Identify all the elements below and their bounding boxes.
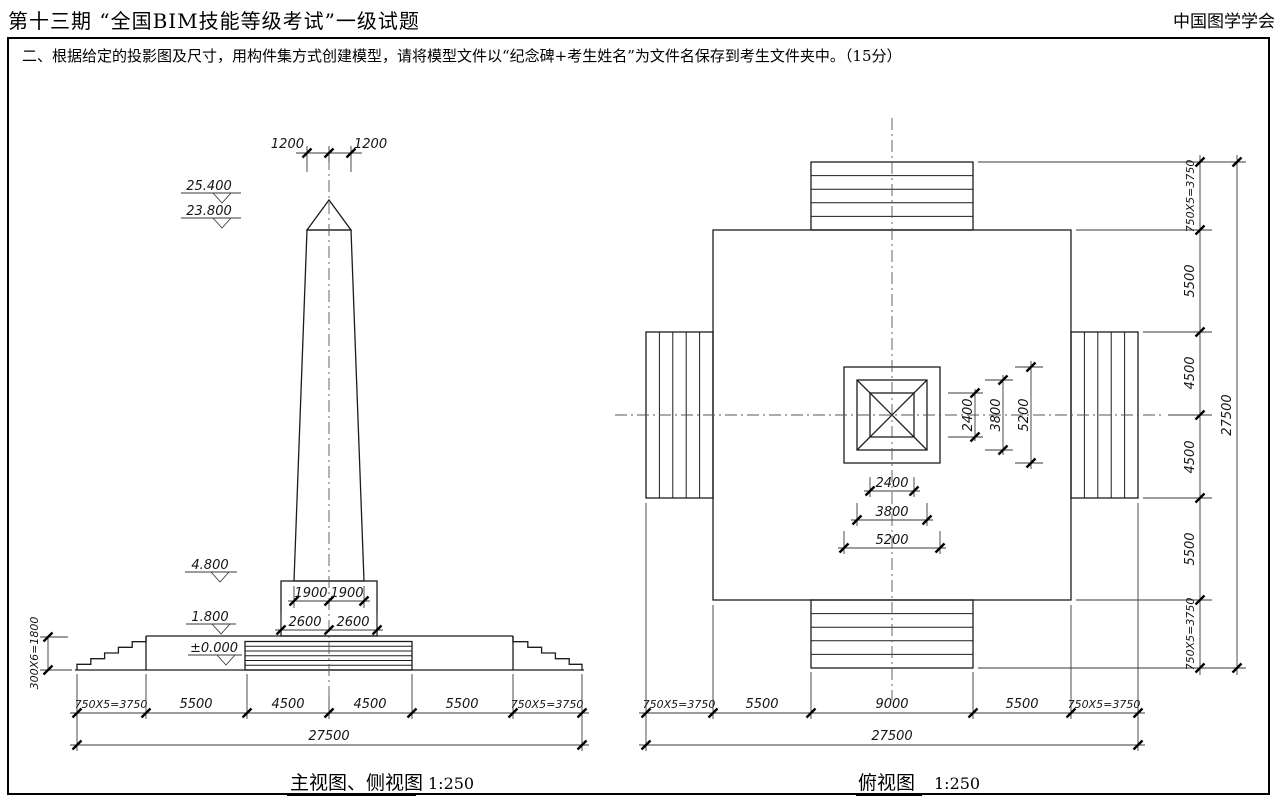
dim-text: 3800 xyxy=(989,398,1004,431)
dim-text: 2400 xyxy=(961,398,976,431)
front-total-dimension: 27500 xyxy=(70,729,589,751)
view-label: 俯视图 xyxy=(858,772,915,794)
plan-right-total-dimension: 27500 xyxy=(1220,155,1243,675)
elevation-marker-pedestal-top: 4.800 xyxy=(185,558,237,583)
dim-text: 27500 xyxy=(871,729,912,744)
exam-instruction: 二、根据给定的投影图及尺寸，用构件集方式创建模型，请将模型文件以“纪念碑+考生姓… xyxy=(22,47,902,65)
dim-text: 1200 xyxy=(271,137,304,152)
dim-text: 5500 xyxy=(179,697,212,712)
dim-text: 2600 xyxy=(288,615,321,630)
dim-text: 5200 xyxy=(875,533,908,548)
plan-view-caption: 俯视图 1:250 xyxy=(856,772,980,796)
elevation-text: 1.800 xyxy=(191,610,228,625)
dim-text: 4500 xyxy=(1183,440,1198,473)
plan-right-chain-dimension: 750X5=3750 5500 4500 4500 5500 750X5=375… xyxy=(978,155,1246,675)
elevation-marker-platform-top: 1.800 xyxy=(186,610,236,635)
front-view-outline xyxy=(75,198,584,671)
plan-stairs-west xyxy=(645,331,714,499)
plan-center-dims-right: 2400 3800 5200 xyxy=(948,361,1043,469)
front-chain-dimension: 750X5=3750 5500 4500 4500 5500 750X5=375… xyxy=(70,674,589,751)
organization-title: 中国图学学会 xyxy=(1173,12,1275,32)
dim-text: 750X5=3750 xyxy=(1184,160,1197,233)
dim-text: 750X5=3750 xyxy=(1068,698,1141,711)
dim-text: 300X6=1800 xyxy=(28,617,41,690)
dim-text: 5500 xyxy=(1005,697,1038,712)
elevation-text: 23.800 xyxy=(186,204,232,219)
dim-text: 2600 xyxy=(336,615,369,630)
dim-text: 5500 xyxy=(445,697,478,712)
dim-text: 750X5=3750 xyxy=(511,698,584,711)
dim-text: 27500 xyxy=(1220,394,1235,435)
plan-bottom-total-dimension: 27500 xyxy=(639,729,1145,751)
dim-text: 750X5=3750 xyxy=(75,698,148,711)
dim-text: 4500 xyxy=(353,697,386,712)
dim-text: 750X5=3750 xyxy=(643,698,716,711)
elevation-marker-tip-base: 23.800 xyxy=(181,204,241,229)
elevation-text: 4.800 xyxy=(191,558,228,573)
stair-rise-dimension: 300X6=1800 xyxy=(28,617,72,690)
dim-text: 1900 xyxy=(330,586,363,601)
dim-text: 1900 xyxy=(294,586,327,601)
page-title: 第十三期 “全国BIM技能等级考试”一级试题 xyxy=(8,9,420,33)
view-scale: 1:250 xyxy=(934,774,980,793)
shaft-base-dimension: 1900 1900 xyxy=(288,586,370,608)
elevation-text: 25.400 xyxy=(186,179,232,194)
plan-center-dims-bottom: 2400 3800 5200 xyxy=(838,476,946,554)
dim-text: 5500 xyxy=(1183,532,1198,565)
dim-text: 5500 xyxy=(1183,264,1198,297)
elevation-marker-ground: ±0.000 xyxy=(188,641,242,666)
dim-text: 2400 xyxy=(875,476,908,491)
view-scale: 1:250 xyxy=(428,774,474,793)
dim-text: 4500 xyxy=(1183,356,1198,389)
dim-text: 27500 xyxy=(308,729,349,744)
elevation-marker-apex: 25.400 xyxy=(181,179,241,204)
dim-text: 9000 xyxy=(875,697,908,712)
dim-text: 5500 xyxy=(745,697,778,712)
dim-text: 4500 xyxy=(271,697,304,712)
dim-text: 750X5=3750 xyxy=(1184,598,1197,671)
dim-text: 3800 xyxy=(875,505,908,520)
plan-bottom-chain-dimension: 750X5=3750 5500 9000 5500 750X5=3750 xyxy=(639,503,1145,751)
front-top-dimension: 1200 1200 xyxy=(271,137,387,172)
drawing-border xyxy=(7,37,1270,795)
elevation-text: ±0.000 xyxy=(190,641,238,656)
front-view-caption: 主视图、侧视图 1:250 xyxy=(287,772,474,796)
front-view: 1200 1200 25.400 23.800 4.800 1.800 xyxy=(28,137,589,796)
view-label: 主视图、侧视图 xyxy=(290,772,423,794)
dim-text: 5200 xyxy=(1017,398,1032,431)
dim-text: 1200 xyxy=(354,137,387,152)
front-stairs-elevation xyxy=(244,640,413,671)
pedestal-dimension: 2600 2600 xyxy=(275,613,383,636)
plan-view: 2400 3800 5200 2400 xyxy=(615,118,1246,796)
